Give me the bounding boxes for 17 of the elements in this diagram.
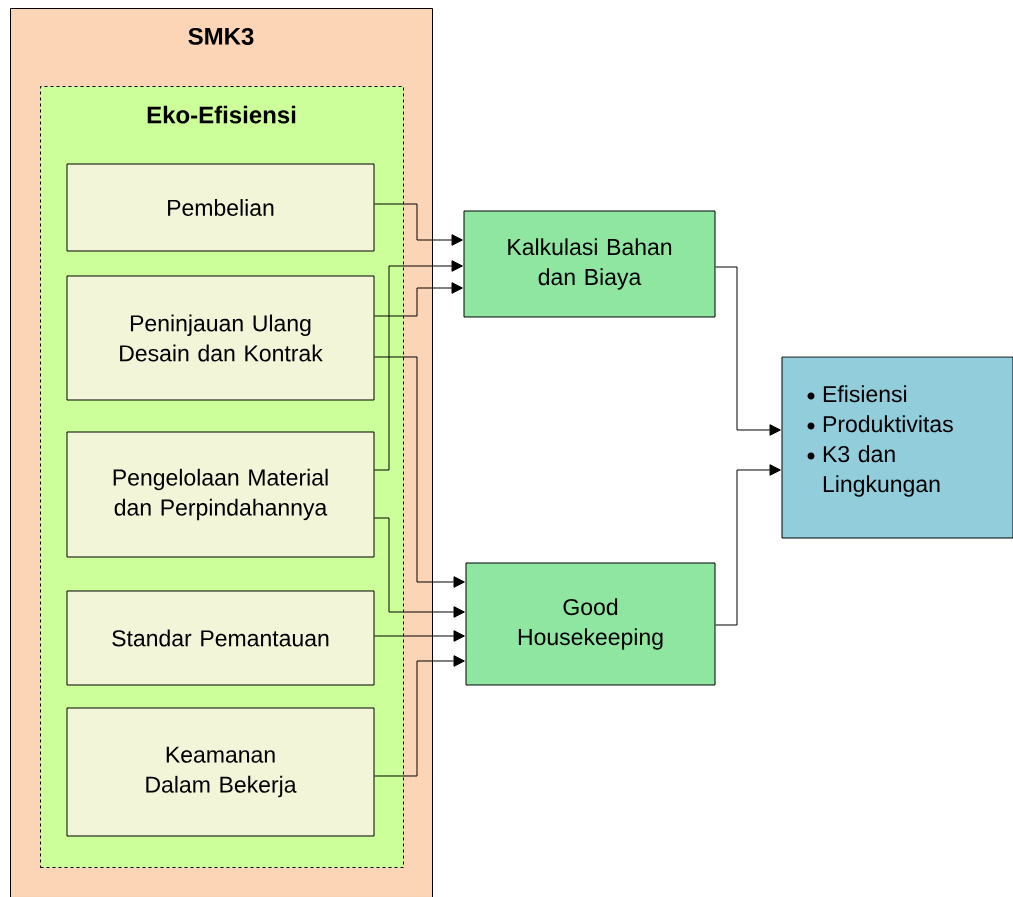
arrow xyxy=(374,517,465,618)
process-box: Kalkulasi Bahan dan Biaya xyxy=(463,210,716,318)
process-box: Good Housekeeping xyxy=(465,562,716,686)
arrow xyxy=(374,655,465,777)
process-box: Pembelian xyxy=(66,163,375,252)
process-box: Peninjauan Ulang Desain dan Kontrak xyxy=(66,275,375,401)
process-box: Standar Pemantauan xyxy=(66,590,375,686)
arrow xyxy=(374,203,463,246)
result-box: Efisiensi Produktivitas K3 dan Lingkungan xyxy=(781,356,1013,539)
process-box: Pengelolaan Material dan Perpindahannya xyxy=(66,431,375,558)
process-box: Keamanan Dalam Bekerja xyxy=(66,707,375,837)
arrow xyxy=(374,630,465,642)
arrow xyxy=(374,260,463,471)
arrow xyxy=(374,356,465,588)
arrow xyxy=(374,282,463,317)
arrow xyxy=(715,266,781,436)
arrow xyxy=(715,464,781,626)
